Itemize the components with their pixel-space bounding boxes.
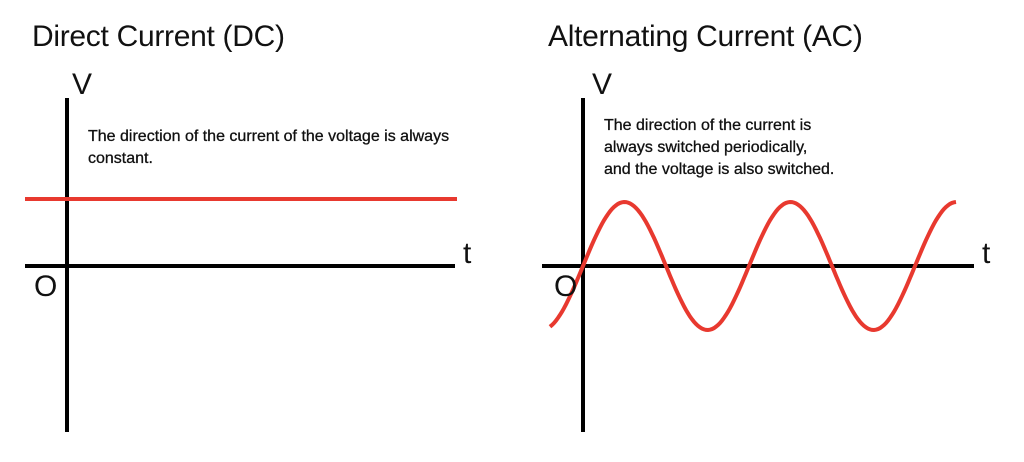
ac-description-line: and the voltage is also switched. [604,161,835,178]
ac-sine-wave [548,199,957,333]
ac-description: The direction of the current is always s… [604,115,934,181]
dc-origin-label: O [34,270,58,303]
ac-x-axis-label: t [982,237,991,270]
ac-plot [542,98,974,432]
dc-panel: Direct Current (DC) V t O The direction … [0,0,500,462]
ac-panel: Alternating Current (AC) V t O The direc… [512,0,1024,462]
dc-plot [25,98,457,432]
dc-x-axis-label: t [463,237,472,270]
ac-title: Alternating Current (AC) [548,20,863,53]
ac-y-axis-label: V [592,68,613,101]
ac-description-line: always switched periodically, [604,139,808,156]
dc-description: The direction of the current of the volt… [88,128,450,167]
ac-description-line: The direction of the current is [604,117,812,134]
dc-y-axis-label: V [72,68,93,101]
dc-title: Direct Current (DC) [32,20,285,53]
ac-origin-label: O [554,270,578,303]
